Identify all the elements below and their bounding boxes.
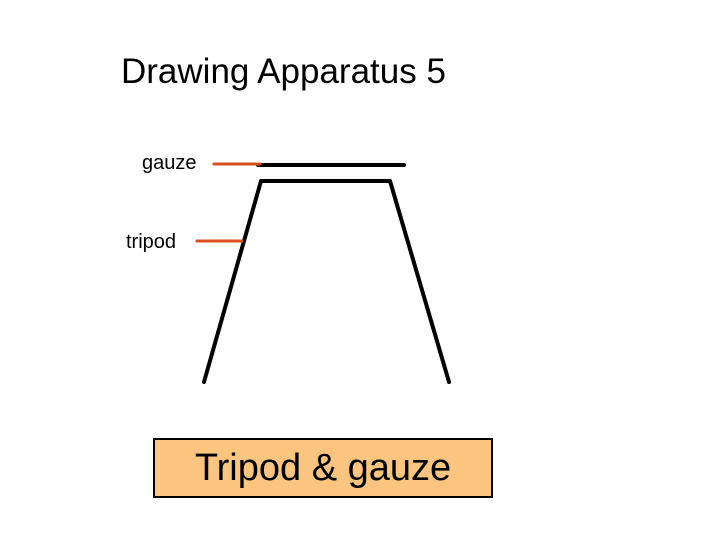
tripod-label: tripod: [126, 231, 177, 253]
caption-box: Tripod & gauze: [153, 438, 493, 498]
slide-title: Drawing Apparatus 5: [121, 52, 446, 91]
tripod-outline: [202, 179, 451, 384]
gauze-label: gauze: [142, 152, 197, 174]
caption-text: Tripod & gauze: [194, 447, 452, 489]
